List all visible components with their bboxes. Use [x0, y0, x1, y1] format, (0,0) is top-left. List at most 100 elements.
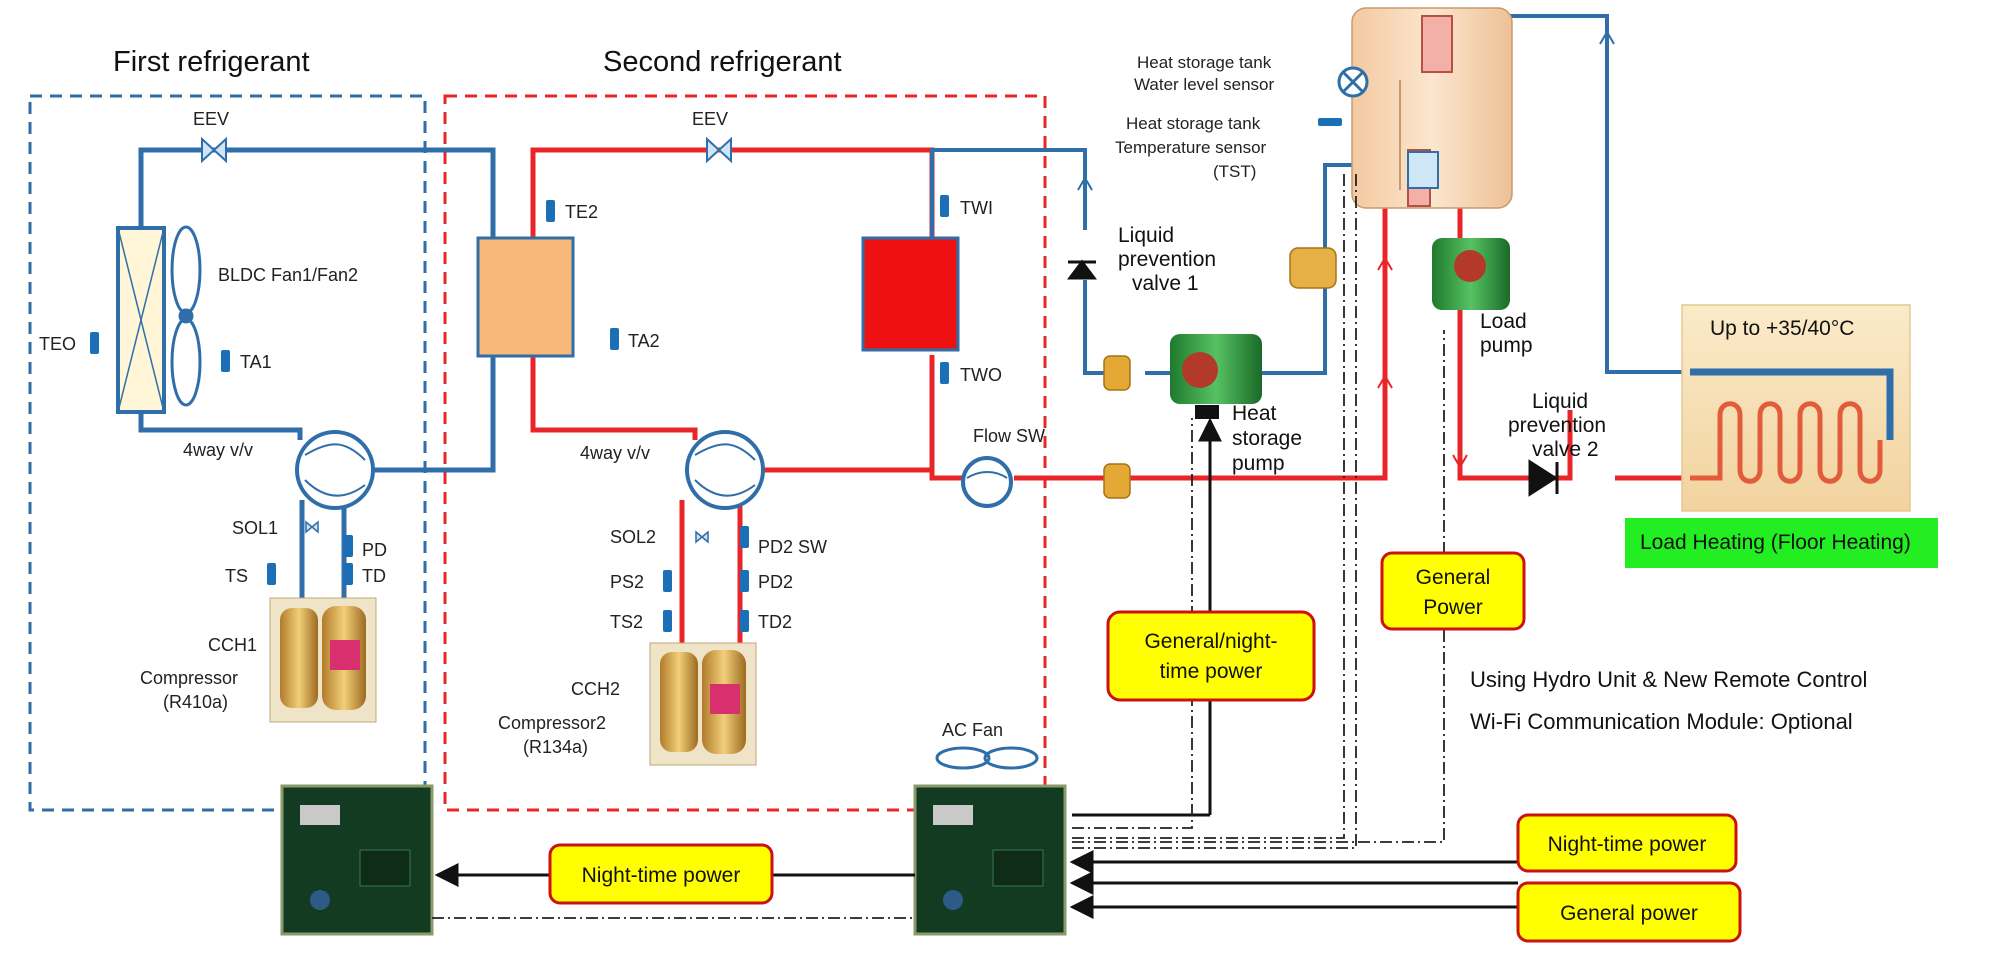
tank-temp-label-line1: Heat storage tank — [1126, 114, 1261, 133]
ac-fan-label: AC Fan — [942, 720, 1003, 740]
bldc-fan-label: BLDC Fan1/Fan2 — [218, 265, 358, 285]
ts-sensor-icon — [267, 563, 276, 585]
eev-valve-2 — [706, 136, 732, 164]
badge-general-line1: General — [1416, 566, 1491, 589]
cch2-label: CCH2 — [571, 679, 620, 699]
hs-pump-label-line2: storage — [1232, 427, 1302, 450]
bldc-fan-icon — [170, 225, 202, 407]
note-hydro-unit: Using Hydro Unit & New Remote Control — [1470, 667, 1867, 692]
water-heat-exchanger — [861, 236, 960, 352]
load-pump-label-line1: Load — [1480, 310, 1527, 333]
tank-temp-sensor-icon — [1318, 118, 1342, 126]
control-board-right — [913, 784, 1067, 936]
badge-night-time-right-text: Night-time power — [1548, 833, 1707, 856]
eev-valve-1 — [201, 136, 227, 164]
ts-label: TS — [225, 566, 248, 586]
liquid-prevention-valve-2-icon — [1528, 459, 1559, 497]
sol2-valve-icon — [695, 530, 709, 544]
badge-general-right-text: General power — [1560, 902, 1698, 925]
compressor-1-label-line2: (R410a) — [163, 692, 228, 712]
teo-label: TEO — [39, 334, 76, 354]
badge-general-power-right: General power — [1516, 881, 1742, 943]
heat-storage-pump-icon — [1170, 334, 1262, 419]
badge-night-time-left-text: Night-time power — [582, 864, 741, 887]
signal-wiring — [432, 170, 1445, 919]
water-level-sensor-icon — [1337, 66, 1369, 98]
lpv1-label-line3: valve 1 — [1132, 272, 1199, 295]
load-pump-icon — [1432, 238, 1510, 310]
compressor-2-label-line1: Compressor2 — [498, 713, 606, 733]
compressor-1-label-line1: Compressor — [140, 668, 238, 688]
ta2-sensor-icon — [610, 328, 619, 350]
compressor-1-image — [269, 597, 377, 723]
lpv1-label-line2: prevention — [1118, 248, 1216, 271]
load-pump-label-line2: pump — [1480, 334, 1533, 357]
teo-sensor-icon — [90, 332, 99, 354]
badge-night-time-power-right: Night-time power — [1516, 813, 1738, 873]
four-way-label-1: 4way v/v — [183, 440, 253, 460]
load-heating-badge — [1625, 518, 1938, 568]
ta1-label: TA1 — [240, 352, 272, 372]
flow-arrows — [1077, 30, 1615, 469]
td-label: TD — [362, 566, 386, 586]
badge-night-time-power-left: Night-time power — [548, 843, 774, 905]
ac-fan-icon — [935, 746, 1039, 770]
ps2-sensor-icon — [663, 570, 672, 592]
hs-pump-label-line1: Heat — [1232, 402, 1277, 425]
control-board-left — [280, 784, 434, 936]
lpv2-label-line1: Liquid — [1532, 390, 1588, 413]
four-way-valve-1 — [295, 430, 375, 510]
four-way-valve-2 — [685, 430, 765, 510]
lpv2-label-line2: prevention — [1508, 414, 1606, 437]
tank-temp-label-line2: Temperature sensor — [1115, 138, 1267, 157]
evaporator-coil — [116, 226, 166, 414]
tank-level-label-line1: Heat storage tank — [1137, 53, 1272, 72]
td-sensor-icon — [344, 563, 353, 585]
twi-sensor-icon — [940, 195, 949, 217]
badge-general-night-power: General/night- time power — [1106, 610, 1316, 702]
badge-general-night-line1: General/night- — [1144, 630, 1277, 653]
pd-label: PD — [362, 540, 387, 560]
brass-fitting-2 — [1103, 463, 1131, 499]
brass-valve-tank-inlet — [1289, 247, 1337, 289]
sol1-label: SOL1 — [232, 518, 278, 538]
pd2-label: PD2 — [758, 572, 793, 592]
lpv1-label-line1: Liquid — [1118, 224, 1174, 247]
pd2-sw-label: PD2 SW — [758, 537, 827, 557]
cascade-heat-exchanger — [476, 236, 575, 358]
eev-label-1: EEV — [193, 109, 229, 129]
flow-sw-label: Flow SW — [973, 426, 1045, 446]
pd-sensor-icon — [344, 535, 353, 557]
two-sensor-icon — [940, 362, 949, 384]
ta1-sensor-icon — [221, 350, 230, 372]
heat-storage-tank — [1351, 7, 1513, 209]
first-refrigerant-boundary — [28, 94, 427, 812]
te2-label: TE2 — [565, 202, 598, 222]
load-heating-label: Load Heating (Floor Heating) — [1640, 531, 1911, 554]
tank-temp-label-line3: (TST) — [1213, 162, 1256, 181]
floor-heating-panel — [1681, 304, 1911, 512]
first-circuit-piping — [138, 147, 496, 598]
tank-level-label-line2: Water level sensor — [1134, 75, 1274, 94]
floor-temp-label: Up to +35/40°C — [1710, 317, 1854, 340]
badge-general-line2: Power — [1423, 596, 1483, 619]
compressor-2-image — [649, 642, 757, 766]
four-way-label-2: 4way v/v — [580, 443, 650, 463]
ts2-sensor-icon — [663, 610, 672, 632]
liquid-prevention-valve-1-icon — [1067, 259, 1097, 280]
ps2-label: PS2 — [610, 572, 644, 592]
twi-label: TWI — [960, 198, 993, 218]
eev-label-2: EEV — [692, 109, 728, 129]
badge-general-night-line2: time power — [1160, 660, 1263, 683]
compressor-2-label-line2: (R134a) — [523, 737, 588, 757]
lpv2-label-line3: valve 2 — [1532, 438, 1599, 461]
ts2-label: TS2 — [610, 612, 643, 632]
second-refrigerant-boundary — [443, 94, 1047, 812]
hs-pump-label-line3: pump — [1232, 452, 1285, 475]
te2-sensor-icon — [546, 200, 555, 222]
td2-sensor-icon — [740, 610, 749, 632]
sol2-label: SOL2 — [610, 527, 656, 547]
note-wifi: Wi-Fi Communication Module: Optional — [1470, 709, 1853, 734]
brass-fitting-1 — [1103, 355, 1131, 391]
